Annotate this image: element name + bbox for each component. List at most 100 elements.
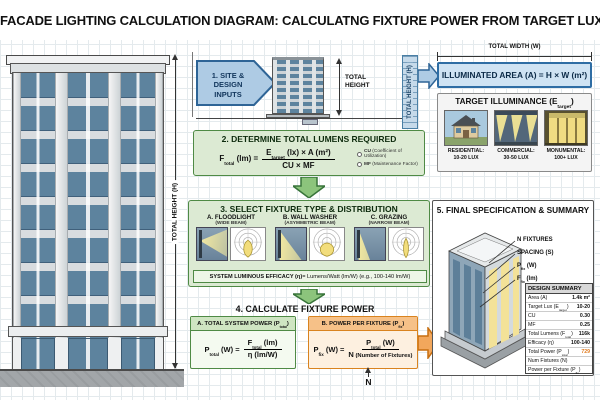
window-bay bbox=[21, 73, 55, 370]
lp: ) bbox=[571, 331, 573, 337]
lit-columns-icon bbox=[545, 111, 587, 145]
fixture-pole-icon bbox=[278, 230, 281, 258]
callout-rest: (lm) bbox=[524, 276, 538, 282]
n-callout-line bbox=[368, 370, 369, 377]
b-lhs: Pfix (W) = bbox=[314, 345, 345, 356]
facade-elevation-drawing bbox=[6, 55, 170, 371]
f-total-lhs: Ftotal (lm) = bbox=[219, 154, 258, 167]
ti-post: ) bbox=[571, 97, 574, 106]
b-title-sub: fix bbox=[398, 324, 403, 329]
cu-chip-icon bbox=[357, 151, 362, 157]
power-per-fixture-box: B. POWER PER FIXTURE (Pfix) Pfix (W) = P… bbox=[308, 316, 418, 369]
mf-note-text: MF (Maintenance Factor) bbox=[364, 162, 418, 167]
fixture-thumbs bbox=[272, 227, 348, 261]
ground-window bbox=[21, 338, 55, 370]
box-b-formula: Pfix (W) = Ptotal (W) N (Number of Fixtu… bbox=[309, 331, 417, 368]
pilaster bbox=[108, 338, 121, 370]
cat-lux: 30-50 LUX bbox=[503, 154, 529, 161]
callout-rest: SPACING (S) bbox=[517, 250, 554, 256]
page-title-regular: CALCULATNG FIXTURE POWER FROM TARGET LUX bbox=[278, 13, 600, 28]
a-denominator: η (lm/W) bbox=[247, 350, 278, 359]
step1-label-line2: INPUTS bbox=[214, 89, 242, 99]
a-num-base: F bbox=[247, 338, 253, 348]
ground-window bbox=[121, 338, 155, 370]
fixture-wall-washer: B. WALL WASHER (ASYMMETRIC BEAM) bbox=[272, 214, 348, 261]
summary-row-total-power: Total Power (Ptotal)729 bbox=[526, 348, 592, 357]
cu-note: CU (Coefficient of Utilization) bbox=[357, 149, 419, 159]
tower-height-line2: HEIGHT bbox=[345, 81, 370, 89]
wall-washer-polar-diagram bbox=[309, 227, 345, 261]
residential-image bbox=[444, 110, 488, 146]
fixture-pole-icon bbox=[199, 230, 202, 258]
pilaster bbox=[13, 338, 21, 370]
efficacy-bold: SYSTEM LUMINOUS EFFICACY (η) bbox=[209, 273, 303, 280]
extension-line bbox=[192, 52, 193, 117]
step2-notes: CU (Coefficient of Utilization) MF (Main… bbox=[357, 149, 419, 169]
small-tower-pedestal bbox=[302, 119, 318, 125]
total-height-label: TOTAL HEIGHT (H) bbox=[171, 179, 179, 245]
callout-bold: F bbox=[517, 276, 521, 282]
f-base: F bbox=[219, 154, 225, 164]
building-body bbox=[8, 72, 168, 371]
ti-pre: TARGET ILLUMINANCE (E bbox=[455, 97, 558, 106]
mf-note: MF (Maintenance Factor) bbox=[357, 161, 419, 167]
fixture-beam-type: (NARROW BEAM) bbox=[368, 221, 410, 226]
dimension-arrow-top-icon bbox=[172, 54, 178, 60]
ls: target bbox=[558, 307, 567, 312]
f-sub: total bbox=[224, 161, 235, 167]
step4-title: 4. CALCULATE FIXTURE POWER bbox=[235, 304, 375, 314]
b-num-base: P bbox=[366, 338, 372, 348]
mf-chip-icon bbox=[357, 161, 362, 167]
summary-row-num-fixtures: Num Fixtures (N) bbox=[526, 357, 592, 366]
a-num-rest: (lm) bbox=[261, 338, 278, 348]
row-label: Num Fixtures (N) bbox=[528, 358, 567, 364]
b-num-rest: (W) bbox=[380, 338, 395, 348]
a-num-sub: total bbox=[252, 345, 262, 350]
summary-row-target-lux: Target Lux (Etarget)10-20 bbox=[526, 303, 592, 312]
total-width-label: TOTAL WIDTH (W) bbox=[488, 44, 541, 50]
flow-arrow-down-icon bbox=[293, 177, 325, 198]
house-icon bbox=[445, 111, 487, 145]
box-b-header-text: B. POWER PER FIXTURE (Pfix) bbox=[322, 321, 405, 329]
final-spec-box: 5. FINAL SPECIFICATION & SUMMARY N FIXTU… bbox=[432, 200, 594, 376]
callout-sub: fix bbox=[521, 267, 526, 272]
pilaster bbox=[155, 338, 163, 370]
step2-denominator: CU × MF bbox=[282, 160, 315, 170]
page-title-bold: FACADE LIGHTING CALCULATION DIAGRAM: bbox=[0, 13, 279, 28]
box-a-header-text: A. TOTAL SYSTEM POWER (Ptotal) bbox=[197, 321, 289, 329]
b-lhs-unit: (W) = bbox=[323, 345, 345, 354]
step2-fraction: Etarget (lx) × A (m²) CU × MF bbox=[262, 148, 335, 170]
fixture-pole-icon bbox=[357, 230, 360, 258]
efficacy-rest: = Lumens/Watt (lm/W) (e.g., 100-140 lm/W… bbox=[302, 273, 411, 280]
tower-dim-arrow-top-icon bbox=[336, 58, 342, 64]
b-num-sub: total bbox=[371, 344, 381, 350]
dimension-arrow-bottom-icon bbox=[172, 363, 178, 369]
l: Total Lumens (F bbox=[528, 331, 566, 337]
row-value: 0.25 bbox=[579, 322, 590, 328]
a-fraction: Ftotal (lm) η (lm/W) bbox=[243, 338, 282, 359]
n-callout-label: N bbox=[365, 377, 372, 387]
callout-p-fix: Pfix (W) bbox=[517, 263, 537, 272]
row-value: 100-140 bbox=[570, 340, 590, 346]
monumental-caption: MONUMENTAL:100+ LUX bbox=[543, 148, 589, 161]
l: Total Power (P bbox=[528, 349, 562, 355]
row-label: Target Lux (Etarget) bbox=[528, 304, 569, 312]
cu-bold: CU bbox=[364, 149, 371, 154]
pilaster bbox=[13, 73, 21, 370]
pilaster bbox=[155, 73, 163, 370]
row-label: Efficacy (η) bbox=[528, 340, 554, 346]
l: CU bbox=[528, 313, 536, 319]
fixture-beam-type: (ASYMMETRIC BEAM) bbox=[284, 221, 336, 226]
floodlight-beam-image bbox=[196, 227, 228, 261]
ls: total bbox=[561, 352, 568, 357]
window-bay bbox=[68, 73, 108, 370]
mf-bold: MF bbox=[364, 161, 371, 167]
callout-bold: P bbox=[517, 263, 522, 269]
narrow-beam-icon bbox=[358, 229, 370, 260]
summary-row-efficacy: Efficacy (η) 100-140 bbox=[526, 339, 592, 348]
ti-sub: target bbox=[557, 104, 572, 110]
step1-label: 1. SITE & DESIGN INPUTS bbox=[198, 71, 258, 99]
target-illuminance-box: TARGET ILLUMINANCE (Etarget) bbox=[437, 93, 592, 172]
row-label: Total Power (Ptotal) bbox=[528, 349, 569, 357]
grazing-beam-image bbox=[354, 227, 386, 261]
